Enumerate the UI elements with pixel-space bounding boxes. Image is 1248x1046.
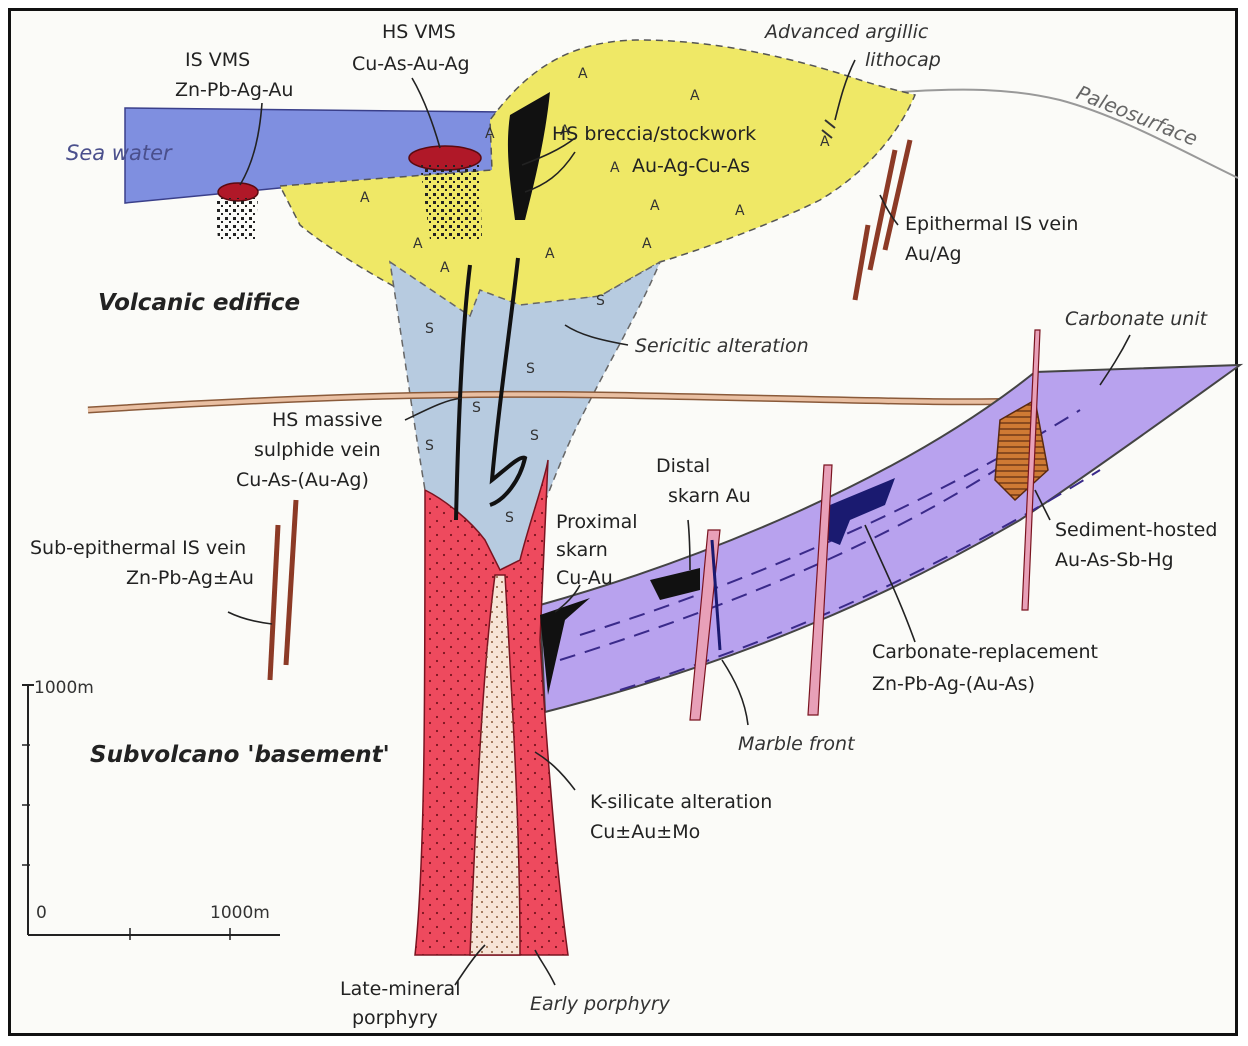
is-vms-label: IS VMS bbox=[185, 49, 250, 71]
proximal-skarn-metals: Cu-Au bbox=[556, 567, 613, 589]
distal-skarn-label-2: skarn Au bbox=[668, 485, 751, 507]
hs-vms-label: HS VMS bbox=[382, 21, 456, 43]
paleosurface-label: Paleosurface bbox=[1073, 80, 1201, 150]
carbonate-unit-label: Carbonate unit bbox=[1065, 308, 1209, 330]
late-mineral-label-2: porphyry bbox=[352, 1007, 438, 1029]
scale-origin-label: 0 bbox=[36, 903, 47, 923]
sea-water-label: Sea water bbox=[66, 141, 173, 165]
svg-text:A: A bbox=[485, 126, 495, 142]
svg-text:A: A bbox=[650, 198, 660, 214]
k-silicate-metals: Cu±Au±Mo bbox=[590, 821, 700, 843]
svg-text:S: S bbox=[526, 361, 535, 377]
proximal-skarn-label: Proximal bbox=[556, 511, 638, 533]
proximal-skarn-label-2: skarn bbox=[556, 539, 608, 561]
svg-text:S: S bbox=[425, 438, 434, 454]
k-silicate-label: K-silicate alteration bbox=[590, 791, 772, 813]
svg-text:S: S bbox=[505, 510, 514, 526]
svg-text:S: S bbox=[425, 321, 434, 337]
sediment-hosted-label: Sediment-hosted bbox=[1055, 519, 1217, 541]
svg-text:A: A bbox=[610, 160, 620, 176]
marble-front-label: Marble front bbox=[738, 733, 856, 755]
hs-breccia-metals: Au-Ag-Cu-As bbox=[632, 155, 750, 177]
hs-massive-label-2: sulphide vein bbox=[254, 439, 381, 461]
sericitic-label: Sericitic alteration bbox=[635, 335, 809, 357]
svg-text:A: A bbox=[820, 134, 830, 150]
is-stockwork bbox=[215, 198, 258, 240]
svg-text:A: A bbox=[440, 260, 450, 276]
svg-text:A: A bbox=[360, 190, 370, 206]
sediment-hosted-metals: Au-As-Sb-Hg bbox=[1055, 549, 1174, 571]
svg-text:S: S bbox=[472, 400, 481, 416]
svg-text:A: A bbox=[735, 203, 745, 219]
scale-vertical-label: 1000m bbox=[34, 678, 94, 698]
hs-massive-metals: Cu-As-(Au-Ag) bbox=[236, 469, 369, 491]
carbonate-replacement-label: Carbonate-replacement bbox=[872, 641, 1098, 663]
sub-epithermal-label: Sub-epithermal IS vein bbox=[30, 537, 246, 559]
epithermal-is-metals: Au/Ag bbox=[905, 243, 962, 265]
svg-text:A: A bbox=[642, 236, 652, 252]
volcanic-edifice-label: Volcanic edifice bbox=[98, 290, 300, 316]
lithocap-label-2: lithocap bbox=[865, 49, 941, 71]
late-mineral-label: Late-mineral bbox=[340, 978, 460, 1000]
subvolcano-label: Subvolcano 'basement' bbox=[90, 742, 390, 768]
svg-text:A: A bbox=[578, 66, 588, 82]
early-porphyry-label: Early porphyry bbox=[530, 993, 671, 1015]
svg-text:A: A bbox=[413, 236, 423, 252]
sub-epithermal-veins bbox=[270, 500, 296, 680]
hs-stockwork bbox=[420, 165, 482, 240]
scale-bar: 1000m 0 1000m bbox=[22, 678, 280, 940]
svg-text:A: A bbox=[690, 88, 700, 104]
carbonate-replacement-metals: Zn-Pb-Ag-(Au-As) bbox=[872, 673, 1035, 695]
svg-text:A: A bbox=[545, 246, 555, 262]
scale-horizontal-label: 1000m bbox=[210, 903, 270, 923]
hs-vms-metals: Cu-As-Au-Ag bbox=[352, 53, 470, 75]
distal-skarn-label: Distal bbox=[656, 455, 710, 477]
lithocap-label: Advanced argillic bbox=[763, 21, 929, 43]
hs-massive-label: HS massive bbox=[272, 409, 383, 431]
is-vms-metals: Zn-Pb-Ag-Au bbox=[175, 79, 293, 101]
hs-breccia-label: HS breccia/stockwork bbox=[552, 123, 756, 145]
sub-epithermal-metals: Zn-Pb-Ag±Au bbox=[126, 567, 254, 589]
svg-text:S: S bbox=[596, 293, 605, 309]
svg-text:S: S bbox=[530, 428, 539, 444]
epithermal-is-label: Epithermal IS vein bbox=[905, 213, 1078, 235]
